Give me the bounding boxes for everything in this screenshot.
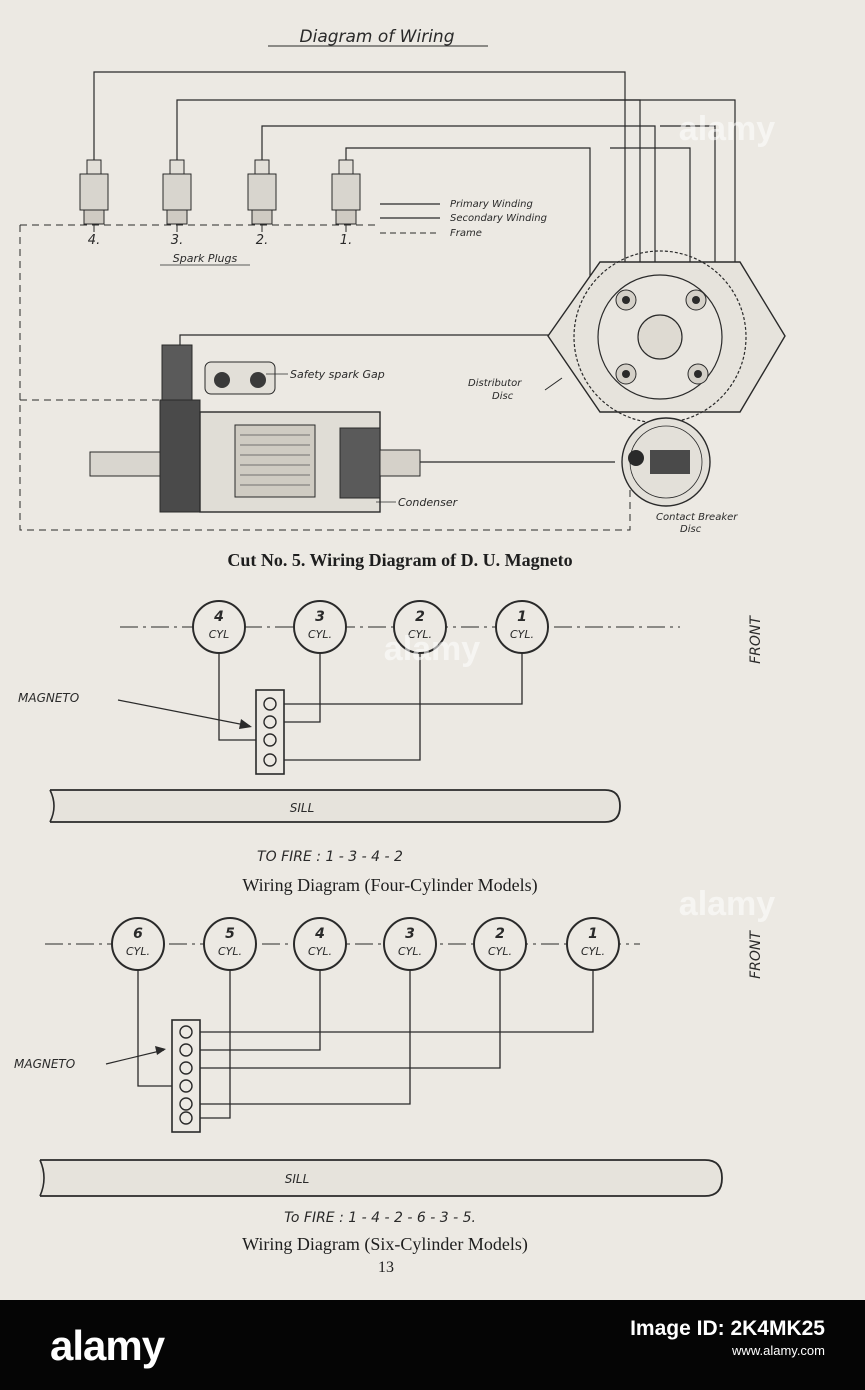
watermark-text-3: alamy [679, 885, 775, 923]
condenser-label: Condenser [398, 496, 459, 509]
contact-breaker-label: Contact Breaker [656, 512, 738, 523]
legend-secondary-winding: Secondary Winding [450, 213, 547, 224]
cylinder-5-icon: 5 CYL. [203, 917, 257, 971]
stock-footer-bar: alamy Image ID: 2K4MK25 www.alamy.com [0, 1300, 865, 1390]
six-cylinder-4-icon: 4 CYL. [293, 917, 347, 971]
legend-frame: Frame [450, 228, 482, 239]
six-cylinder-5-unit: CYL. [218, 945, 242, 958]
wiring-diagrams-figure: Diagram of Wiring [14, 27, 786, 1276]
image-id: Image ID: 2K4MK25 [630, 1317, 825, 1340]
sill-label: SILL [290, 801, 315, 815]
cylinder-1-number: 1 [517, 609, 527, 625]
cylinder-1-icon: 1 CYL. [495, 600, 549, 654]
six-cyl-caption: Wiring Diagram (Six-Cylinder Models) [242, 1234, 528, 1255]
contact-breaker-disc-icon [621, 417, 711, 507]
distributor-label: Distributor [468, 378, 522, 389]
spark-plugs-label: Spark Plugs [173, 252, 238, 265]
six-cylinder-diagram: 6 CYL. 5 CYL. 4 CYL. 3 CYL. 2 CYL. 1 CYL… [14, 917, 764, 1255]
cylinder-2-icon: 2 CYL. [393, 600, 447, 654]
spark-plug-4-icon [79, 159, 109, 232]
six-cylinder-4-unit: CYL. [308, 945, 332, 958]
spark-plug-3-icon [162, 159, 192, 232]
cylinder-6-icon: 6 CYL. [111, 917, 165, 971]
spark-plug-2-icon [247, 159, 277, 232]
plug-number-1: 1. [340, 233, 352, 248]
cylinder-3-unit: CYL. [308, 628, 332, 641]
magneto-label: MAGNETO [18, 691, 79, 705]
cylinder-4-number: 4 [213, 609, 224, 625]
four-cylinder-diagram: 4 CYL 3 CYL. 2 CYL. 1 CYL. MAGNETO [18, 600, 764, 896]
distributor-disc-label: Disc [492, 391, 514, 402]
front-label: FRONT [748, 615, 764, 664]
contact-breaker-disc-label: Disc [680, 524, 702, 535]
six-cylinder-2-unit: CYL. [488, 945, 512, 958]
six-cylinder-6-unit: CYL. [126, 945, 150, 958]
page-number: 13 [378, 1259, 394, 1276]
firing-order: TO FIRE : 1 - 3 - 4 - 2 [257, 849, 403, 865]
cylinder-3-number: 3 [315, 609, 325, 625]
safety-spark-gap-label: Safety spark Gap [290, 368, 385, 381]
cylinder-1-unit: CYL. [510, 628, 534, 641]
spark-plug-1-icon [331, 159, 361, 232]
wiring-legend: Primary Winding Secondary Winding Frame [380, 199, 547, 239]
six-firing-order: To FIRE : 1 - 4 - 2 - 6 - 3 - 5. [284, 1210, 476, 1226]
plug-number-2: 2. [256, 233, 268, 248]
plug-number-3: 3. [171, 233, 183, 248]
six-cylinder-6-number: 6 [133, 926, 143, 942]
watermark-text-2: alamy [384, 630, 480, 668]
sill-icon [49, 789, 621, 823]
cylinder-4-icon: 4 CYL [192, 600, 246, 654]
magneto-caption: Cut No. 5. Wiring Diagram of D. U. Magne… [227, 550, 572, 570]
six-cylinder-1-icon: 1 CYL. [566, 917, 620, 971]
six-cylinder-3-icon: 3 CYL. [383, 917, 437, 971]
six-cylinder-3-number: 3 [405, 926, 415, 942]
six-magneto-label: MAGNETO [14, 1057, 75, 1071]
six-cylinder-1-unit: CYL. [581, 945, 605, 958]
cylinder-4-unit: CYL [209, 628, 230, 641]
plug-number-4: 4. [88, 233, 100, 248]
legend-primary-winding: Primary Winding [450, 199, 533, 210]
image-meta: Image ID: 2K4MK25 www.alamy.com [630, 1318, 825, 1362]
six-cylinder-2-icon: 2 CYL. [473, 917, 527, 971]
document-page: Diagram of Wiring [0, 0, 865, 1300]
six-sill-label: SILL [285, 1172, 310, 1186]
cylinder-2-unit: CYL. [408, 628, 432, 641]
six-cylinder-5-number: 5 [225, 926, 235, 942]
watermark-text-1: alamy [679, 110, 775, 148]
watermark: alamy alamy alamy [384, 110, 775, 923]
magneto-body-icon [89, 344, 421, 513]
six-magneto-terminal-block-icon [171, 1019, 201, 1133]
magneto-terminal-block-icon [255, 689, 285, 775]
site-url: www.alamy.com [732, 1343, 825, 1358]
six-sill-icon [39, 1159, 723, 1197]
cylinder-2-number: 2 [415, 609, 425, 625]
distributor-disc-icon [547, 250, 786, 424]
page-title: Diagram of Wiring [300, 27, 455, 47]
six-front-label: FRONT [748, 930, 764, 979]
six-cylinder-4-number: 4 [314, 926, 325, 942]
six-cylinder-1-number: 1 [588, 926, 598, 942]
four-cyl-caption: Wiring Diagram (Four-Cylinder Models) [242, 875, 537, 896]
six-cylinder-3-unit: CYL. [398, 945, 422, 958]
cylinder-3-icon: 3 CYL. [293, 600, 347, 654]
six-cylinder-2-number: 2 [495, 926, 505, 942]
alamy-logo: alamy [50, 1322, 165, 1369]
magneto-wiring-diagram: 4. 3. 2. 1. Spark Plugs Primary Winding … [19, 71, 786, 570]
